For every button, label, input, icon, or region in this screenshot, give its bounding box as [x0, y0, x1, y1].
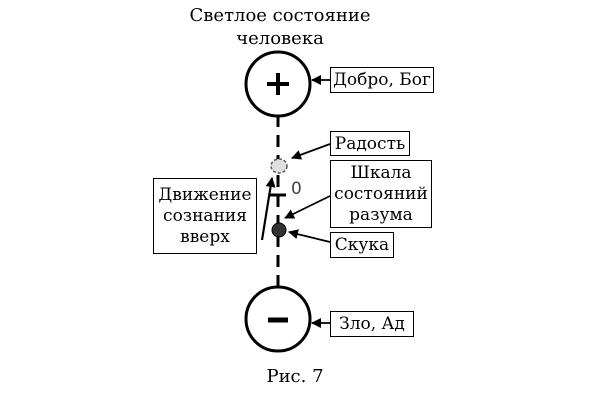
good-god-label: Добро, Бог — [333, 70, 431, 90]
movement-arrow — [260, 177, 276, 241]
boredom-label-box: Скука — [330, 232, 394, 258]
movement-label-line-2: сознания — [163, 205, 247, 226]
joy-label-box: Радость — [330, 131, 410, 156]
scale-label-line-2: состояний — [334, 183, 428, 204]
figure-caption: Рис. 7 — [266, 366, 324, 387]
movement-label-box: Движение сознания вверх — [153, 178, 257, 254]
boredom-dot — [271, 222, 287, 238]
arrow-to-joy — [291, 143, 331, 160]
good-god-label-box: Добро, Бог — [330, 67, 434, 93]
arrow-to-axis — [284, 195, 331, 219]
diagram-title: Светлое состояние человека — [160, 4, 400, 50]
evil-hell-label-box: Зло, Ад — [330, 311, 414, 337]
arrow-to-boredom — [288, 229, 331, 243]
scale-label-line-3: разума — [349, 204, 413, 225]
boredom-label: Скука — [334, 235, 390, 255]
joy-dot — [270, 158, 288, 174]
title-line-1: Светлое состояние — [189, 5, 371, 26]
title-line-2: человека — [236, 28, 324, 49]
zero-label: 0 — [291, 179, 302, 199]
evil-hell-label: Зло, Ад — [339, 314, 405, 334]
scale-label-box: Шкала состояний разума — [330, 160, 432, 228]
movement-label-line-1: Движение — [158, 184, 252, 205]
movement-label-line-3: вверх — [180, 226, 230, 247]
joy-label: Радость — [334, 133, 406, 154]
scale-label-line-1: Шкала — [350, 162, 412, 183]
